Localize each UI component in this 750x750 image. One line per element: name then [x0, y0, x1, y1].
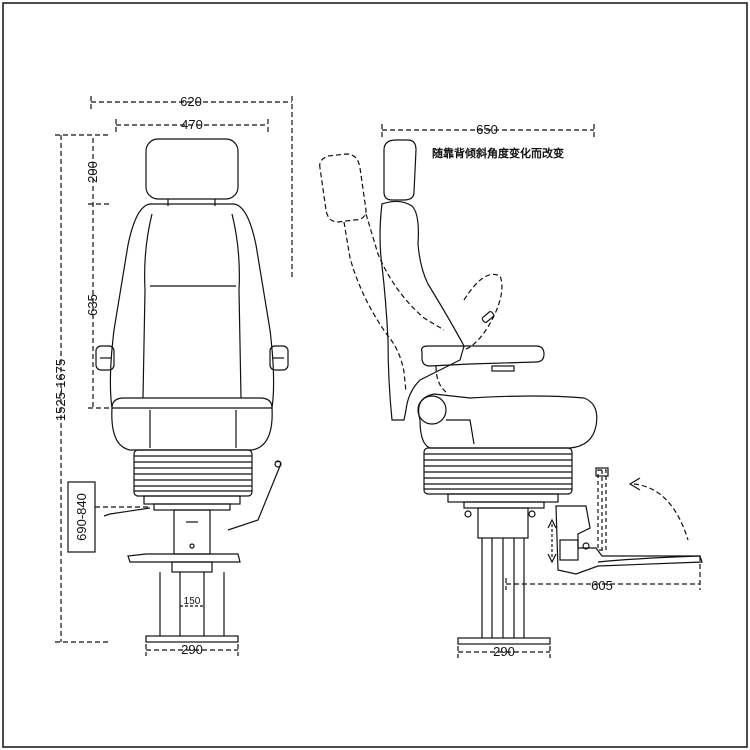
column-bolt — [189, 543, 195, 549]
front-column-clamp — [171, 561, 213, 573]
side-recline-knob — [417, 395, 447, 425]
armrest-pivot — [435, 365, 447, 393]
front-headrest — [145, 138, 239, 200]
front-swivel-plate-lower — [153, 503, 231, 511]
dim-690-840-box — [67, 481, 96, 553]
front-swivel-plate — [143, 495, 241, 505]
side-view: 650 随靠背倾斜角度变化而改变 — [319, 122, 703, 659]
backrest-seam-right-lower — [238, 289, 242, 399]
footrest-pivot — [582, 542, 590, 550]
dim-line-290-front — [145, 644, 239, 656]
backrest-seam-left — [144, 213, 153, 291]
dim-620-label: 620 — [180, 94, 202, 109]
side-headrest — [383, 139, 417, 201]
footrest-bracket — [555, 505, 703, 575]
side-swivel-plate — [447, 493, 559, 503]
side-swivel-plate-lower — [463, 501, 545, 509]
dim-vertical-lines — [55, 134, 112, 643]
dim-line-470 — [115, 119, 269, 132]
dim-470-label: 470 — [181, 117, 203, 132]
lumbar-outline — [463, 273, 503, 351]
side-bolt-right — [528, 510, 536, 518]
side-bellows — [423, 447, 573, 495]
recline-note: 随靠背倾斜角度变化而改变 — [432, 146, 564, 160]
dim-690-840-label: 690-840 — [74, 493, 89, 541]
dim-line-605 — [505, 556, 701, 590]
folded-footrest — [597, 469, 607, 551]
height-adjust-arrow — [547, 518, 557, 564]
dim-150-label: 150 — [184, 596, 201, 607]
footrest-rotation-arrowhead — [628, 477, 641, 491]
reclined-back-outline — [319, 153, 445, 393]
side-pedestal — [477, 507, 529, 638]
dim-line-650 — [381, 124, 595, 138]
side-armrest — [421, 345, 545, 367]
footrest-hinge — [559, 539, 579, 561]
front-backrest — [109, 203, 275, 409]
armrest-handle — [491, 365, 515, 372]
backrest-seam-left-lower — [142, 289, 146, 399]
side-cushion-bracket — [446, 419, 475, 445]
footrest-plate-edge — [597, 555, 701, 563]
dim-line-290-side — [457, 646, 551, 658]
backrest-seam-right — [231, 213, 240, 291]
dim-line-620 — [90, 96, 293, 280]
side-backrest — [379, 200, 465, 421]
side-bolt-left — [464, 510, 472, 518]
front-seat-cushion — [111, 397, 273, 451]
folded-footrest-cap — [595, 467, 609, 477]
front-lever-right-knob — [274, 460, 282, 468]
dim-605-label: 605 — [591, 578, 613, 593]
front-mount-plate — [127, 553, 241, 563]
front-bellows — [133, 449, 253, 497]
front-pedestal — [159, 572, 225, 636]
dim-650-label: 650 — [476, 122, 498, 137]
side-base-plate — [457, 637, 551, 645]
front-view: 620 470 200 635 1525-1675 690-840 — [53, 94, 293, 657]
dim-290-side-label: 290 — [493, 644, 515, 659]
armrest-left — [95, 345, 115, 371]
side-seat-cushion — [418, 393, 598, 449]
dim-635-label: 635 — [85, 294, 100, 316]
front-lever-left — [103, 507, 151, 517]
dim-200-label: 200 — [85, 161, 100, 183]
front-base-plate — [145, 635, 239, 643]
footrest-rotation-arc — [633, 483, 689, 541]
dim-1525-1675-label: 1525-1675 — [53, 359, 68, 421]
dim-290-front-label: 290 — [181, 642, 203, 657]
armrest-right — [269, 345, 289, 371]
lumbar-knob — [481, 311, 495, 323]
